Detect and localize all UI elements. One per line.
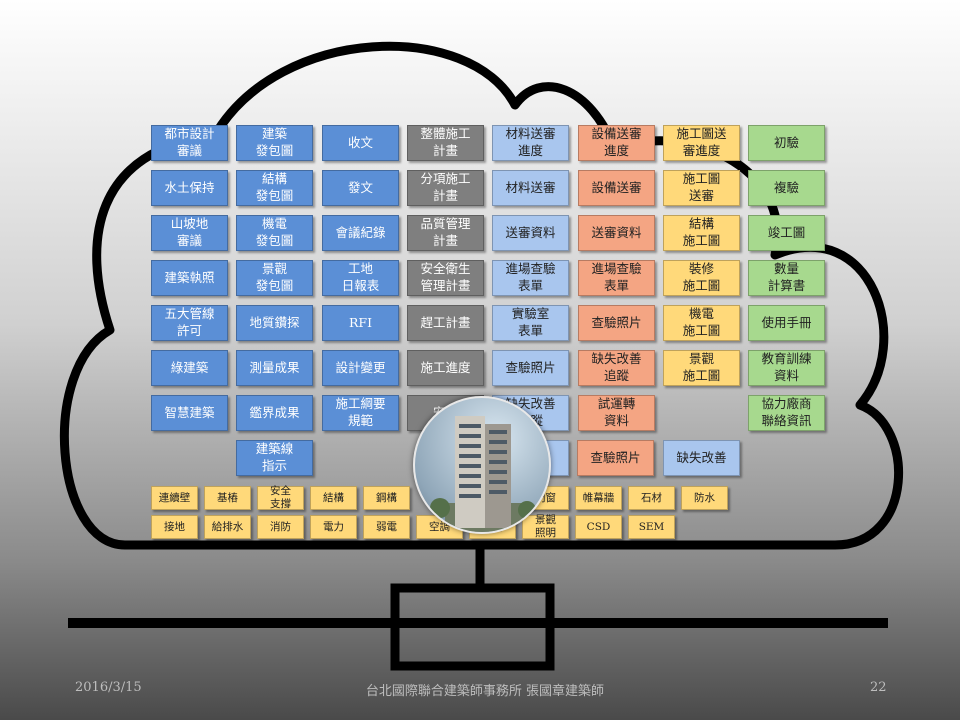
doc-box-c2-r7: 鑑界成果 (236, 395, 313, 431)
doc-box-c5-r3: 送審資料 (492, 215, 569, 251)
doc-box-c3-r4: 工地 日報表 (322, 260, 399, 296)
doc-box-c6-r3: 送審資料 (578, 215, 655, 251)
doc-box-c1-r7: 智慧建築 (151, 395, 228, 431)
doc-box-c1-r1: 都市設計 審議 (151, 125, 228, 161)
doc-box-extra-2: 查驗照片 (577, 440, 654, 476)
network-node-box (390, 583, 555, 671)
trade-box-r1-4: 結構 (310, 486, 357, 510)
doc-box-c8-r7: 協力廠商 聯絡資訊 (748, 395, 825, 431)
trade-box-r2-10: SEM (628, 515, 675, 539)
doc-box-c6-r1: 設備送審 進度 (578, 125, 655, 161)
doc-box-c4-r1: 整體施工 計畫 (407, 125, 484, 161)
doc-box-c8-r5: 使用手冊 (748, 305, 825, 341)
doc-box-c1-r4: 建築執照 (151, 260, 228, 296)
building-photo (413, 396, 551, 534)
trade-box-r1-11: 防水 (681, 486, 728, 510)
doc-box-c1-r5: 五大管線 許可 (151, 305, 228, 341)
doc-box-c6-r7: 試運轉 資料 (578, 395, 655, 431)
doc-box-c8-r1: 初驗 (748, 125, 825, 161)
trade-box-r2-2: 給排水 (204, 515, 251, 539)
trade-box-r1-10: 石材 (628, 486, 675, 510)
doc-box-c7-r6: 景觀 施工圖 (663, 350, 740, 386)
doc-box-c2-r2: 結構 發包圖 (236, 170, 313, 206)
trade-box-r1-2: 基樁 (204, 486, 251, 510)
doc-box-c6-r2: 設備送審 (578, 170, 655, 206)
doc-box-c2-r6: 測量成果 (236, 350, 313, 386)
doc-box-c6-r4: 進場查驗 表單 (578, 260, 655, 296)
doc-box-c1-r6: 綠建築 (151, 350, 228, 386)
trade-box-r2-9: CSD (575, 515, 622, 539)
doc-box-c4-r5: 趕工計畫 (407, 305, 484, 341)
trade-box-r1-9: 帷幕牆 (575, 486, 622, 510)
doc-box-c4-r6: 施工進度 (407, 350, 484, 386)
doc-box-c5-r6: 查驗照片 (492, 350, 569, 386)
doc-box-extra-3: 缺失改善 (663, 440, 740, 476)
trade-box-r1-5: 鋼構 (363, 486, 410, 510)
trade-box-r2-1: 接地 (151, 515, 198, 539)
doc-box-c6-r6: 缺失改善 追蹤 (578, 350, 655, 386)
doc-box-c3-r5: RFI (322, 305, 399, 341)
doc-box-c8-r4: 數量 計算書 (748, 260, 825, 296)
doc-box-c3-r2: 發文 (322, 170, 399, 206)
doc-box-c4-r4: 安全衛生 管理計畫 (407, 260, 484, 296)
doc-box-c7-r1: 施工圖送 審進度 (663, 125, 740, 161)
trade-box-r2-3: 消防 (257, 515, 304, 539)
footer-date: 2016/3/15 (75, 680, 142, 695)
doc-box-c8-r6: 教育訓練 資料 (748, 350, 825, 386)
doc-box-c3-r7: 施工綱要 規範 (322, 395, 399, 431)
doc-box-c2-r5: 地質鑽探 (236, 305, 313, 341)
doc-box-c2-r3: 機電 發包圖 (236, 215, 313, 251)
doc-box-c8-r3: 竣工圖 (748, 215, 825, 251)
trade-box-r1-3: 安全 支撐 (257, 485, 304, 510)
doc-box-c2-r1: 建築 發包圖 (236, 125, 313, 161)
doc-box-c5-r5: 實驗室 表單 (492, 305, 569, 341)
doc-box-c6-r5: 查驗照片 (578, 305, 655, 341)
doc-box-c3-r3: 會議紀錄 (322, 215, 399, 251)
doc-box-c2-r4: 景觀 發包圖 (236, 260, 313, 296)
doc-box-c2-r8: 建築線 指示 (236, 440, 313, 476)
doc-box-c7-r5: 機電 施工圖 (663, 305, 740, 341)
doc-box-c7-r3: 結構 施工圖 (663, 215, 740, 251)
doc-box-c5-r2: 材料送審 (492, 170, 569, 206)
doc-box-c3-r6: 設計變更 (322, 350, 399, 386)
doc-box-c5-r4: 進場查驗 表單 (492, 260, 569, 296)
cloud-outline (60, 41, 904, 550)
footer-firm-name: 台北國際聯合建築師事務所 張國章建築師 (365, 684, 605, 699)
trade-box-r2-5: 弱電 (363, 515, 410, 539)
doc-box-c4-r3: 品質管理 計畫 (407, 215, 484, 251)
trade-box-r2-4: 電力 (310, 515, 357, 539)
doc-box-c7-r2: 施工圖 送審 (663, 170, 740, 206)
trade-box-r1-1: 連續壁 (151, 486, 198, 510)
footer-page-number: 22 (870, 680, 887, 695)
doc-box-c3-r1: 收文 (322, 125, 399, 161)
doc-box-c1-r3: 山坡地 審議 (151, 215, 228, 251)
trade-box-r2-8: 景觀 照明 (522, 514, 569, 539)
doc-box-c8-r2: 複驗 (748, 170, 825, 206)
doc-box-c1-r2: 水土保持 (151, 170, 228, 206)
doc-box-c7-r4: 裝修 施工圖 (663, 260, 740, 296)
doc-box-c5-r1: 材料送審 進度 (492, 125, 569, 161)
doc-box-c4-r2: 分項施工 計畫 (407, 170, 484, 206)
